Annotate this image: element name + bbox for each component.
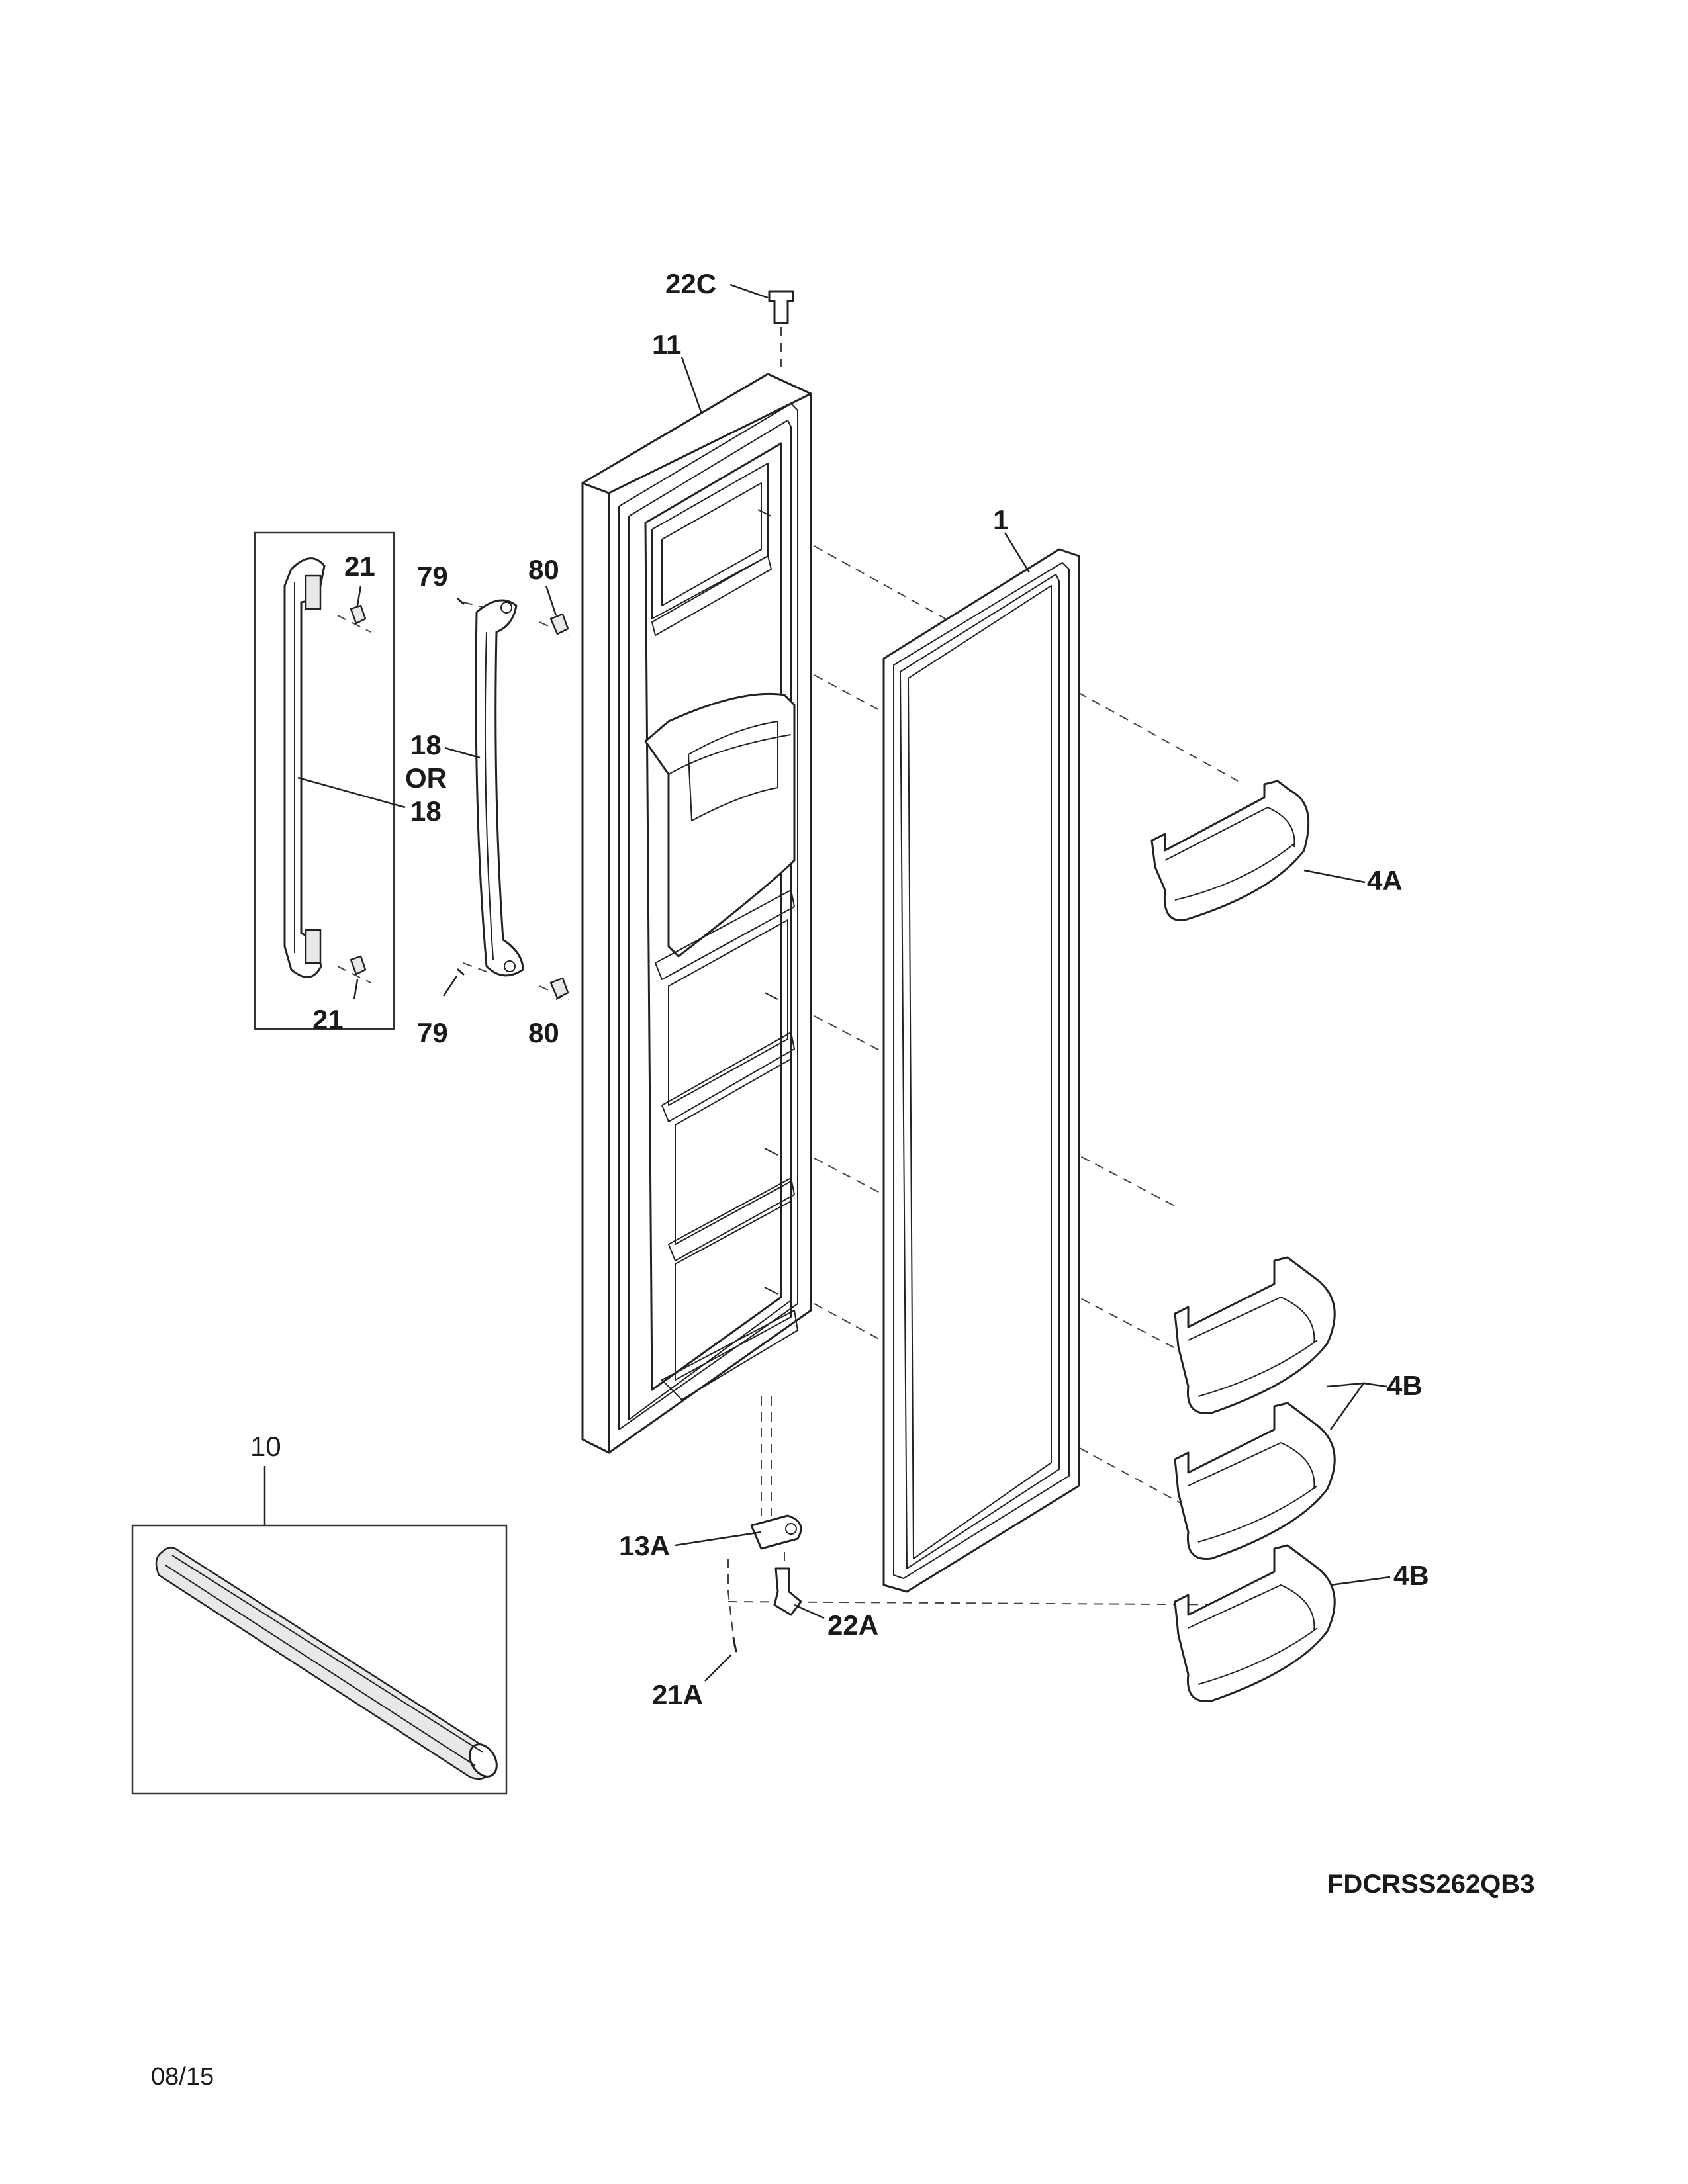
tube-part — [155, 1547, 498, 1780]
door-gasket — [882, 548, 1080, 1593]
callout-labels: 22C 11 1 21 79 80 18 OR 18 21 79 80 4A 4… — [250, 268, 1429, 1710]
callout-4B-b: 4B — [1393, 1560, 1429, 1591]
callout-80-top: 80 — [528, 554, 559, 585]
callout-18-b: 18 — [410, 796, 442, 827]
part-10-box — [131, 1524, 508, 1795]
bin-4A — [1150, 780, 1310, 921]
callout-10: 10 — [250, 1431, 281, 1462]
bin-4B-top — [1174, 1256, 1336, 1414]
callout-21A: 21A — [652, 1679, 703, 1710]
callout-18-or: OR — [405, 762, 447, 794]
model-number: FDCRSS262QB3 — [1327, 1870, 1534, 1899]
callout-1: 1 — [993, 504, 1008, 535]
callout-18-a: 18 — [410, 729, 442, 760]
date-code: 08/15 — [151, 2063, 214, 2091]
callout-11: 11 — [652, 329, 681, 360]
bin-4B-bottom — [1174, 1544, 1336, 1702]
callout-22A: 22A — [827, 1610, 878, 1641]
callout-4A: 4A — [1367, 865, 1403, 896]
leader-lines — [263, 283, 1391, 1682]
callout-21-top: 21 — [344, 551, 375, 582]
callout-4B-a: 4B — [1387, 1370, 1423, 1401]
callout-79-top: 79 — [417, 561, 448, 592]
callout-79-bottom: 79 — [417, 1017, 448, 1048]
callout-21-bottom: 21 — [312, 1004, 344, 1035]
callout-22C: 22C — [665, 268, 716, 299]
handle-left — [283, 557, 326, 978]
handle-option-box — [254, 531, 395, 1030]
handle-right — [475, 599, 524, 977]
callout-13A: 13A — [619, 1530, 670, 1561]
fasteners — [350, 290, 802, 1653]
bin-4B-middle — [1174, 1402, 1336, 1560]
callout-80-bottom: 80 — [528, 1017, 559, 1048]
freezer-door — [581, 373, 812, 1454]
